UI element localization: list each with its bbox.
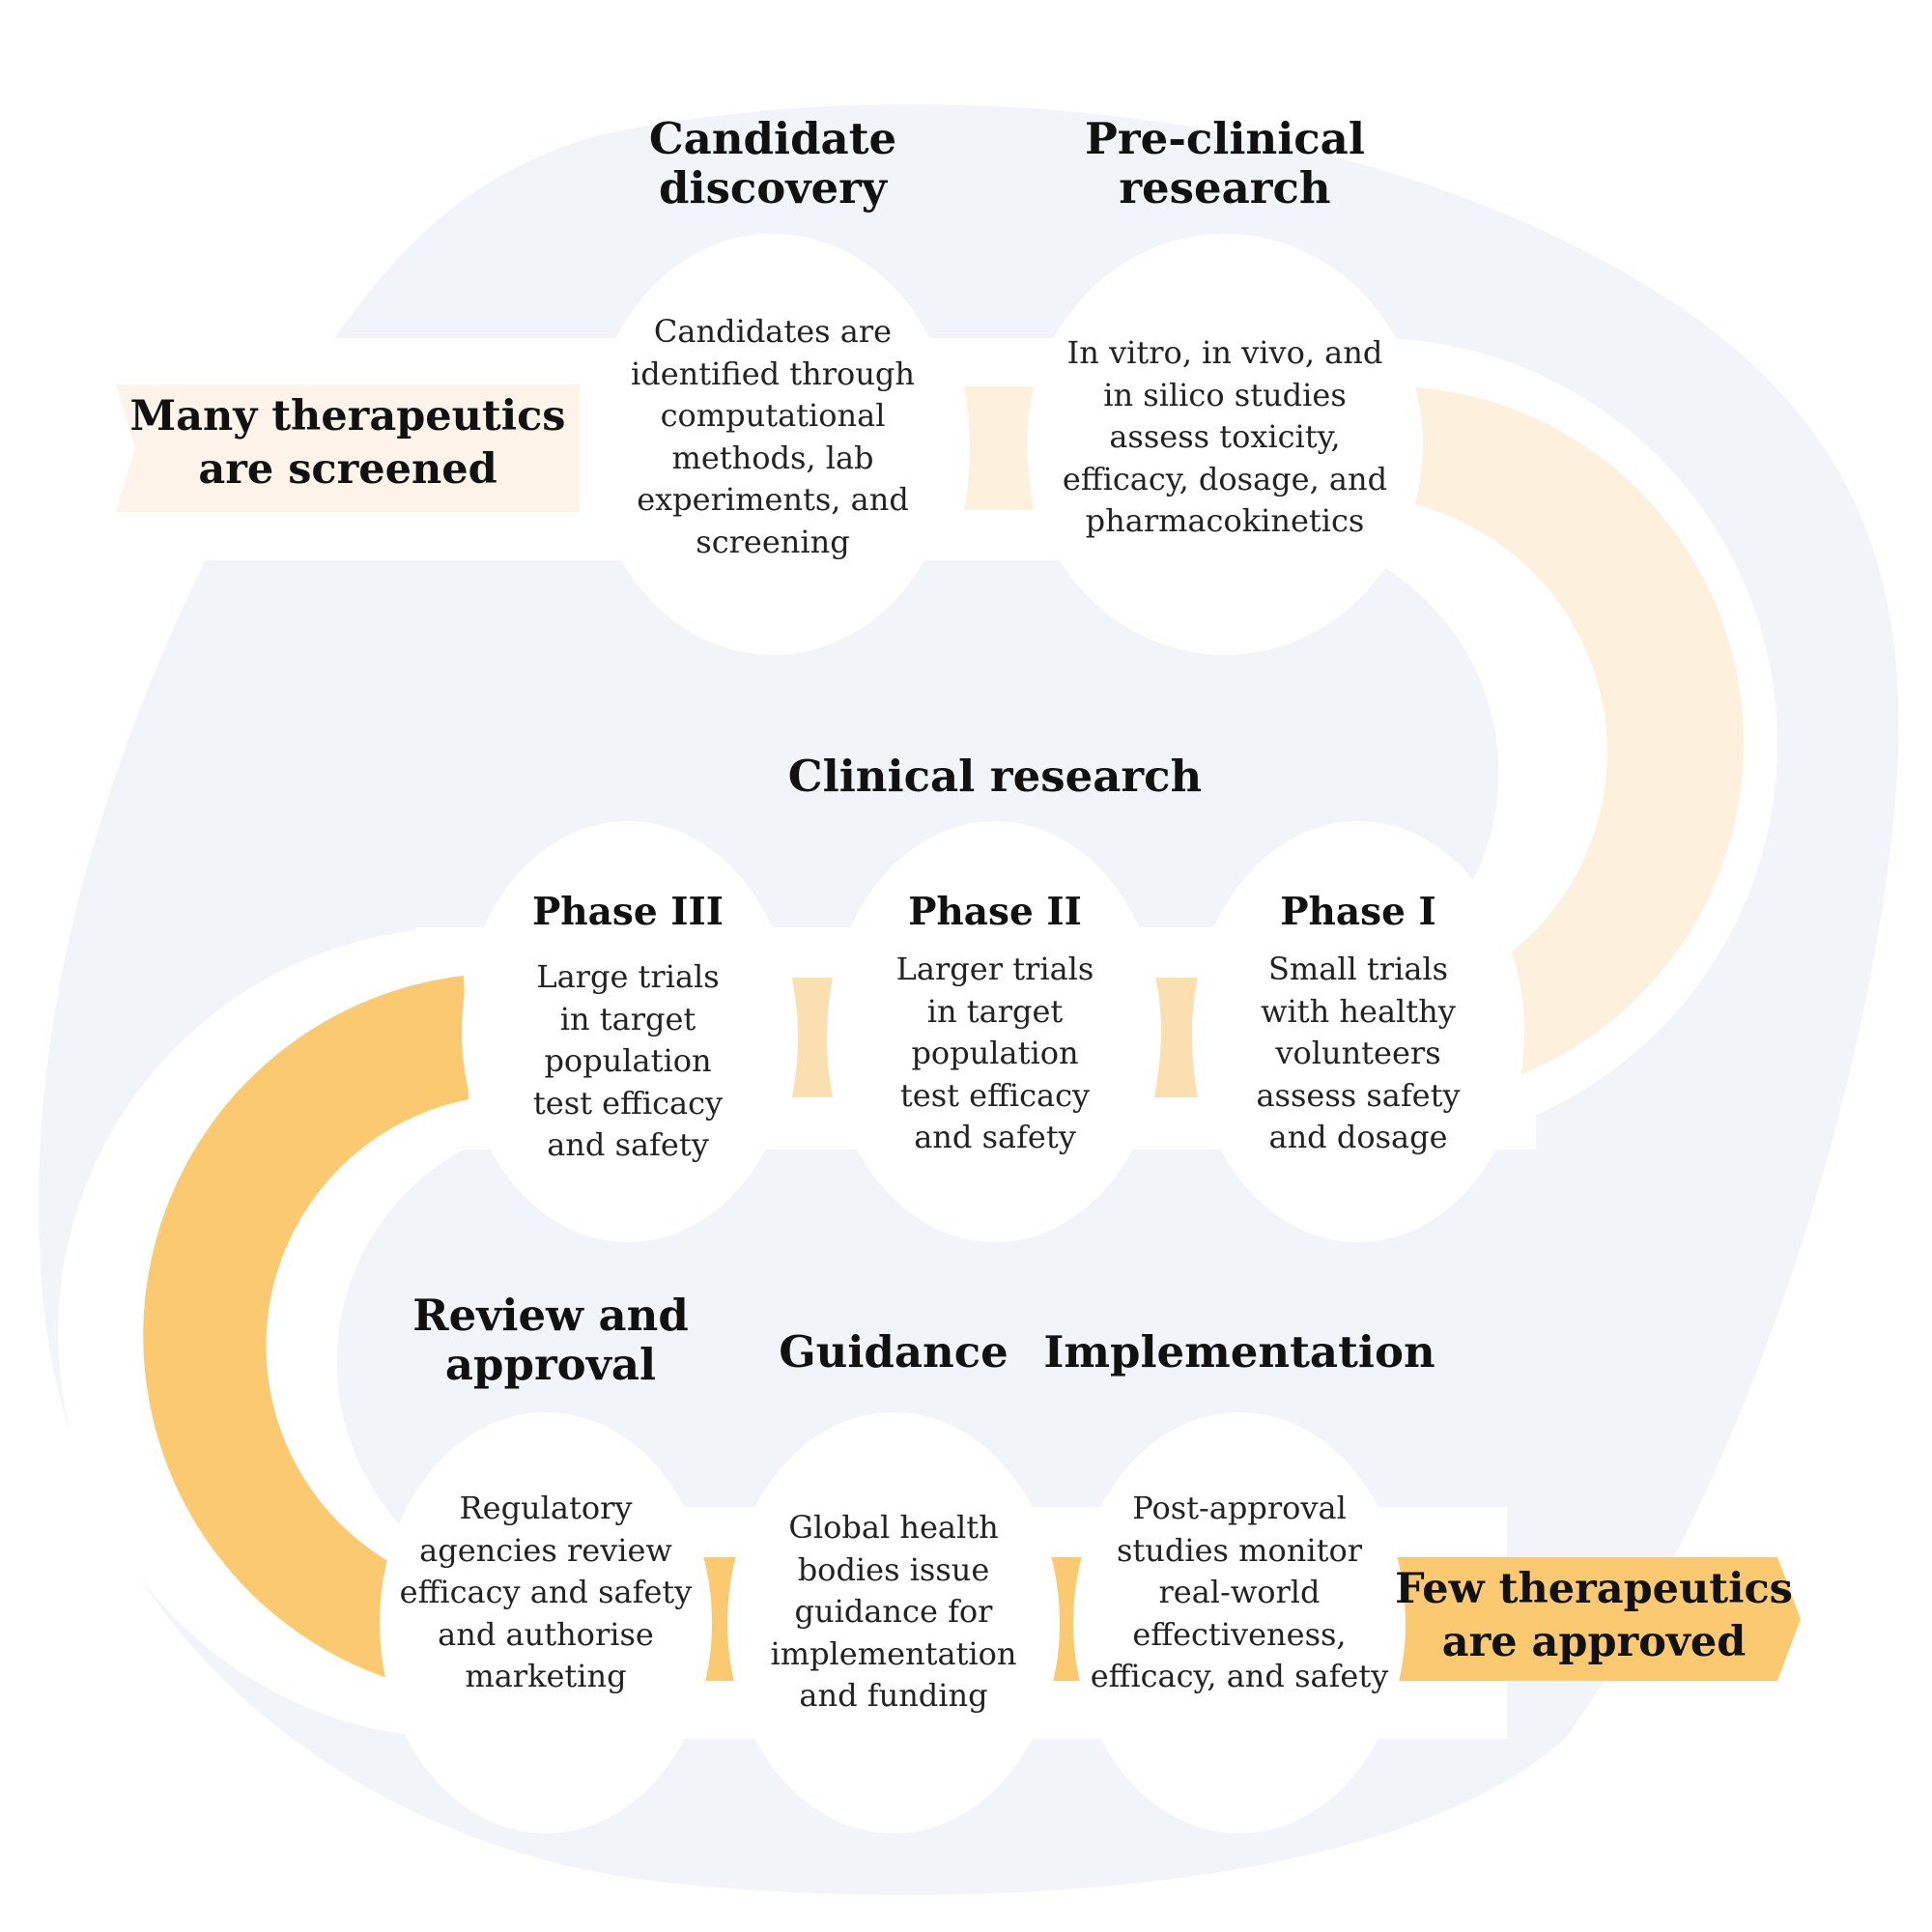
implementation-text: Post-approval studies monitor real-world…	[1090, 1490, 1389, 1695]
end-banner-shape	[1391, 1557, 1801, 1681]
phase1-title: Phase I	[1280, 890, 1436, 934]
connector-top-1	[964, 386, 1034, 510]
guidance-title: Guidance	[779, 1326, 1009, 1378]
start-banner-label: Many therapeutics are screened	[129, 392, 566, 495]
circle-guidance	[727, 1412, 1060, 1833]
preclinical-title: Pre-clinical research	[1085, 113, 1365, 214]
phase1-text: Small trials with healthy volunteers ass…	[1256, 951, 1461, 1156]
connector-right-arc	[1406, 386, 1745, 1074]
circle-review	[380, 1412, 712, 1833]
guidance-text: Global health bodies issue guidance for …	[770, 1509, 1017, 1715]
connector-mid-1	[1154, 978, 1198, 1097]
phase3-text: Large trials in target population test e…	[532, 958, 724, 1164]
connector-left-arc	[143, 976, 469, 1681]
circle-phase1	[1192, 821, 1524, 1242]
candidate-discovery-text: Candidates are identified through comput…	[630, 313, 916, 560]
circle-preclinical	[1027, 234, 1423, 655]
clinical-research-title: Clinical research	[787, 751, 1203, 802]
implementation-title: Implementation	[1043, 1326, 1435, 1378]
circle-phase3	[462, 821, 794, 1242]
candidate-discovery-title: Candidate discovery	[648, 113, 897, 214]
start-banner-shape	[116, 384, 580, 512]
phase2-title: Phase II	[908, 890, 1082, 934]
phase3-title: Phase III	[531, 890, 724, 934]
phase2-text: Larger trials in target population test …	[895, 951, 1094, 1156]
circle-candidate-discovery	[591, 234, 954, 655]
circle-implementation	[1073, 1412, 1406, 1833]
end-banner-label: Few therapeutics are approved	[1395, 1565, 1793, 1667]
review-text: Regulatory agencies review efficacy and …	[399, 1490, 693, 1695]
review-title: Review and approval	[412, 1290, 689, 1391]
circle-phase2	[829, 821, 1161, 1242]
preclinical-text: In vitro, in vivo, and in silico studies…	[1062, 334, 1388, 540]
connector-mid-2	[792, 978, 833, 1097]
